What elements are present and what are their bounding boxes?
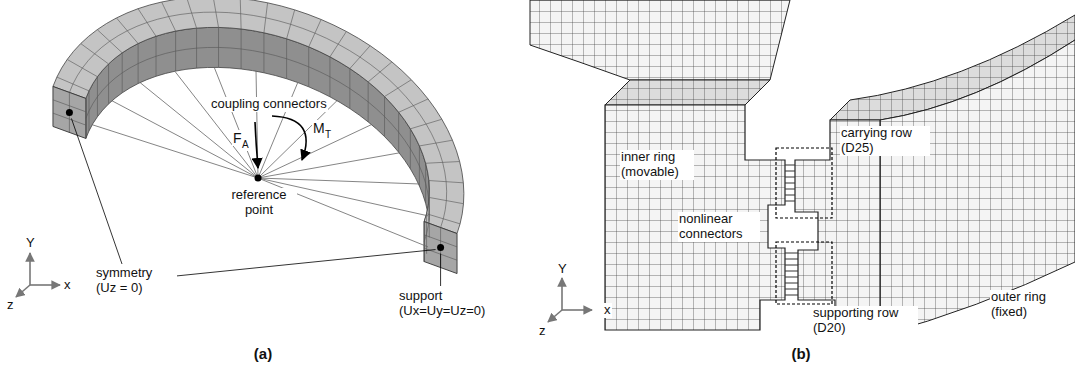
axis-label: x — [63, 278, 72, 293]
support-dot — [437, 244, 444, 251]
part-label: inner ring (movable) — [620, 150, 694, 180]
leader-line — [440, 254, 441, 286]
part-label: carrying row (D25) — [840, 126, 930, 156]
axis-line — [29, 253, 31, 285]
nonlinear-connector — [785, 189, 795, 190]
force-subscript: A — [241, 139, 250, 151]
part-label: supporting row (D20) — [812, 306, 918, 336]
boundary-label: symmetry (Uz = 0) — [95, 266, 177, 296]
part-label: outer ring (fixed) — [990, 290, 1066, 320]
force-arrow — [255, 122, 258, 168]
point-label: reference point — [221, 188, 297, 218]
nonlinear-connector — [785, 165, 795, 166]
coupling-line — [112, 101, 258, 178]
mesh-line — [213, 0, 218, 27]
support-dot — [66, 109, 73, 116]
half-ring-model — [53, 0, 464, 286]
ring-top-surface — [53, 0, 464, 234]
row-frame — [776, 242, 832, 304]
nonlinear-connector — [785, 183, 795, 184]
nonlinear-connector — [785, 195, 795, 196]
connector-label: coupling connectors — [210, 97, 328, 112]
axis-line — [562, 309, 592, 311]
nonlinear-connector — [785, 265, 798, 266]
moment-arrow — [272, 116, 306, 160]
reference-point — [255, 175, 262, 182]
axis-label: z — [538, 324, 547, 339]
axis-line — [30, 284, 60, 286]
nonlinear-connector — [785, 295, 798, 296]
axis-triad — [16, 253, 60, 297]
leader-line — [176, 250, 436, 276]
nonlinear-connector — [785, 283, 798, 284]
row-frame — [776, 148, 832, 218]
coupling-line — [258, 153, 399, 178]
mesh-line — [187, 0, 197, 28]
axis-line — [548, 310, 562, 322]
leader-line — [71, 118, 122, 264]
nonlinear-connector — [785, 289, 798, 290]
mesh-closeup — [530, 0, 1075, 335]
mesh-line — [69, 12, 446, 227]
nonlinear-connector — [785, 271, 798, 272]
part-label: nonlinear connectors — [678, 212, 760, 242]
axis-label: x — [603, 303, 612, 318]
nonlinear-connector — [785, 253, 798, 254]
nonlinear-connector — [785, 277, 798, 278]
axis-line — [16, 285, 30, 297]
axis-line — [561, 278, 563, 310]
axis-triad — [548, 278, 592, 322]
axis-label: Y — [25, 236, 36, 251]
coupling-line — [214, 67, 258, 178]
mesh-line — [86, 47, 430, 241]
axis-label: Y — [557, 262, 568, 277]
coupling-line — [92, 125, 258, 178]
panel-label: (b) — [780, 345, 822, 362]
moment-subscript: T — [324, 129, 332, 141]
axis-label: z — [6, 298, 15, 313]
inner-ring-top-face — [605, 80, 770, 105]
nonlinear-connector — [785, 171, 795, 172]
coupling-line — [175, 71, 258, 178]
inner-ring-front-face — [605, 105, 785, 330]
ring-end-face — [53, 86, 86, 138]
panel-label: (a) — [242, 345, 284, 362]
mesh-line — [240, 0, 242, 29]
nonlinear-connector — [785, 201, 795, 202]
outer-ring-outer-surface — [880, 40, 1075, 335]
nonlinear-connector — [785, 177, 795, 178]
nonlinear-connector — [785, 259, 798, 260]
boundary-label: support (Ux=Uy=Uz=0) — [398, 289, 504, 319]
inner-ring-far-surface — [530, 0, 790, 80]
